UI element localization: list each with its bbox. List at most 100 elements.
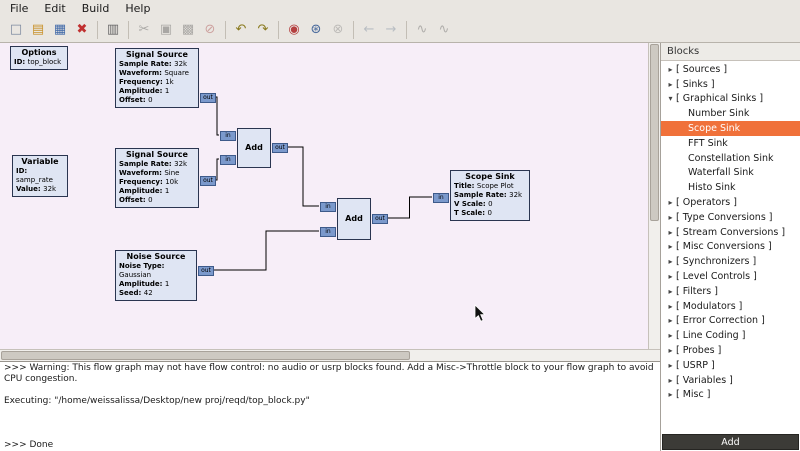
- forward-icon: →: [385, 22, 397, 37]
- tree-item-graphical-sinks[interactable]: ▾[ Graphical Sinks ]: [661, 92, 800, 107]
- tree-item-synchronizers[interactable]: ▸[ Synchronizers ]: [661, 254, 800, 269]
- tree-item-number-sink[interactable]: Number Sink: [661, 106, 800, 121]
- connection-wire[interactable]: [213, 230, 319, 271]
- undo-icon[interactable]: ↶: [235, 22, 247, 37]
- expand-icon[interactable]: ▸: [668, 286, 673, 296]
- in-port[interactable]: in: [220, 155, 236, 165]
- expand-icon[interactable]: ▸: [668, 212, 673, 222]
- print-icon[interactable]: ▥: [106, 22, 120, 37]
- tree-item-misc-conversions[interactable]: ▸[ Misc Conversions ]: [661, 240, 800, 255]
- tree-item-constellation-sink[interactable]: Constellation Sink: [661, 151, 800, 166]
- flowgraph-errors-icon[interactable]: ◉: [288, 22, 300, 37]
- expand-icon[interactable]: ▸: [668, 301, 673, 311]
- new-flowgraph-icon[interactable]: □: [9, 22, 23, 37]
- tree-item-fft-sink[interactable]: FFT Sink: [661, 136, 800, 151]
- tree-item-sources[interactable]: ▸[ Sources ]: [661, 62, 800, 77]
- canvas-vertical-scrollbar[interactable]: [648, 43, 660, 349]
- in-port[interactable]: in: [220, 131, 236, 141]
- expand-icon[interactable]: ▸: [668, 198, 673, 208]
- connection-wire[interactable]: [287, 146, 319, 207]
- expand-icon[interactable]: ▸: [668, 346, 673, 356]
- open-flowgraph-icon[interactable]: ▤: [31, 22, 45, 37]
- tree-item-modulators[interactable]: ▸[ Modulators ]: [661, 299, 800, 314]
- menu-file[interactable]: File: [10, 2, 29, 15]
- tree-item-variables[interactable]: ▸[ Variables ]: [661, 373, 800, 388]
- connection-wire[interactable]: [387, 196, 432, 219]
- horizontal-scrollbar-thumb[interactable]: [1, 351, 411, 360]
- vertical-scrollbar-thumb[interactable]: [650, 44, 659, 222]
- block-param: V Scale: 0: [454, 200, 493, 208]
- tree-item-stream-conversions[interactable]: ▸[ Stream Conversions ]: [661, 225, 800, 240]
- tree-item-type-conversions[interactable]: ▸[ Type Conversions ]: [661, 210, 800, 225]
- expand-icon[interactable]: ▸: [668, 227, 673, 237]
- tree-item-operators[interactable]: ▸[ Operators ]: [661, 195, 800, 210]
- redo-icon[interactable]: ↷: [257, 22, 269, 37]
- tree-item-level-controls[interactable]: ▸[ Level Controls ]: [661, 269, 800, 284]
- delete-icon: ⊘: [204, 22, 216, 37]
- collapse-icon[interactable]: ▾: [668, 94, 673, 104]
- tree-item-label: [ Misc ]: [676, 389, 711, 401]
- menu-help[interactable]: Help: [125, 2, 151, 15]
- out-port[interactable]: out: [198, 266, 214, 276]
- tree-item-usrp[interactable]: ▸[ USRP ]: [661, 358, 800, 373]
- expand-icon[interactable]: ▸: [668, 390, 673, 400]
- tree-item-waterfall-sink[interactable]: Waterfall Sink: [661, 166, 800, 181]
- out-port[interactable]: out: [372, 214, 388, 224]
- tree-item-sinks[interactable]: ▸[ Sinks ]: [661, 77, 800, 92]
- tree-item-label: [ Modulators ]: [676, 300, 743, 312]
- menu-edit[interactable]: Edit: [44, 2, 66, 15]
- block-title: Add: [245, 143, 263, 152]
- out-port[interactable]: out: [272, 143, 288, 153]
- tree-item-label: FFT Sink: [688, 137, 728, 149]
- save-flowgraph-icon[interactable]: ▦: [53, 22, 67, 37]
- tree-item-error-correction[interactable]: ▸[ Error Correction ]: [661, 314, 800, 329]
- expand-icon[interactable]: ▸: [668, 257, 673, 267]
- expand-icon[interactable]: ▸: [668, 79, 673, 89]
- tree-item-scope-sink[interactable]: Scope Sink: [661, 121, 800, 136]
- execute-stop-icon: ⊗: [332, 22, 344, 37]
- tree-item-misc[interactable]: ▸[ Misc ]: [661, 388, 800, 403]
- expand-icon[interactable]: ▸: [668, 375, 673, 385]
- close-flowgraph-icon[interactable]: ✖: [76, 22, 88, 37]
- tree-item-label: Constellation Sink: [688, 152, 774, 164]
- tree-item-line-coding[interactable]: ▸[ Line Coding ]: [661, 328, 800, 343]
- add-button[interactable]: Add: [662, 434, 799, 450]
- console-line: [4, 385, 656, 396]
- tree-item-label: [ Sources ]: [676, 63, 728, 75]
- tree-item-filters[interactable]: ▸[ Filters ]: [661, 284, 800, 299]
- in-port[interactable]: in: [320, 202, 336, 212]
- expand-icon[interactable]: ▸: [668, 242, 673, 252]
- generate-flowgraph-icon[interactable]: ⊛: [310, 22, 322, 37]
- block-param: Noise Type: Gaussian: [119, 262, 165, 279]
- menu-build[interactable]: Build: [81, 2, 110, 15]
- expand-icon[interactable]: ▸: [668, 360, 673, 370]
- expand-icon[interactable]: ▸: [668, 64, 673, 74]
- blocks-panel-header: Blocks: [661, 43, 800, 61]
- in-port[interactable]: in: [320, 227, 336, 237]
- expand-icon[interactable]: ▸: [668, 316, 673, 326]
- expand-icon[interactable]: ▸: [668, 331, 673, 341]
- out-port[interactable]: out: [200, 93, 216, 103]
- console-line: [4, 407, 656, 418]
- tree-item-probes[interactable]: ▸[ Probes ]: [661, 343, 800, 358]
- mouse-cursor: [474, 304, 486, 322]
- block-param: Title: Scope Plot: [454, 182, 514, 190]
- expand-icon[interactable]: ▸: [668, 272, 673, 282]
- in-port[interactable]: in: [433, 193, 449, 203]
- tree-item-histo-sink[interactable]: Histo Sink: [661, 180, 800, 195]
- canvas-horizontal-scrollbar[interactable]: [0, 349, 660, 361]
- out-port[interactable]: out: [200, 176, 216, 186]
- copy-icon: ▣: [159, 22, 173, 37]
- tree-item-label: Waterfall Sink: [688, 167, 754, 179]
